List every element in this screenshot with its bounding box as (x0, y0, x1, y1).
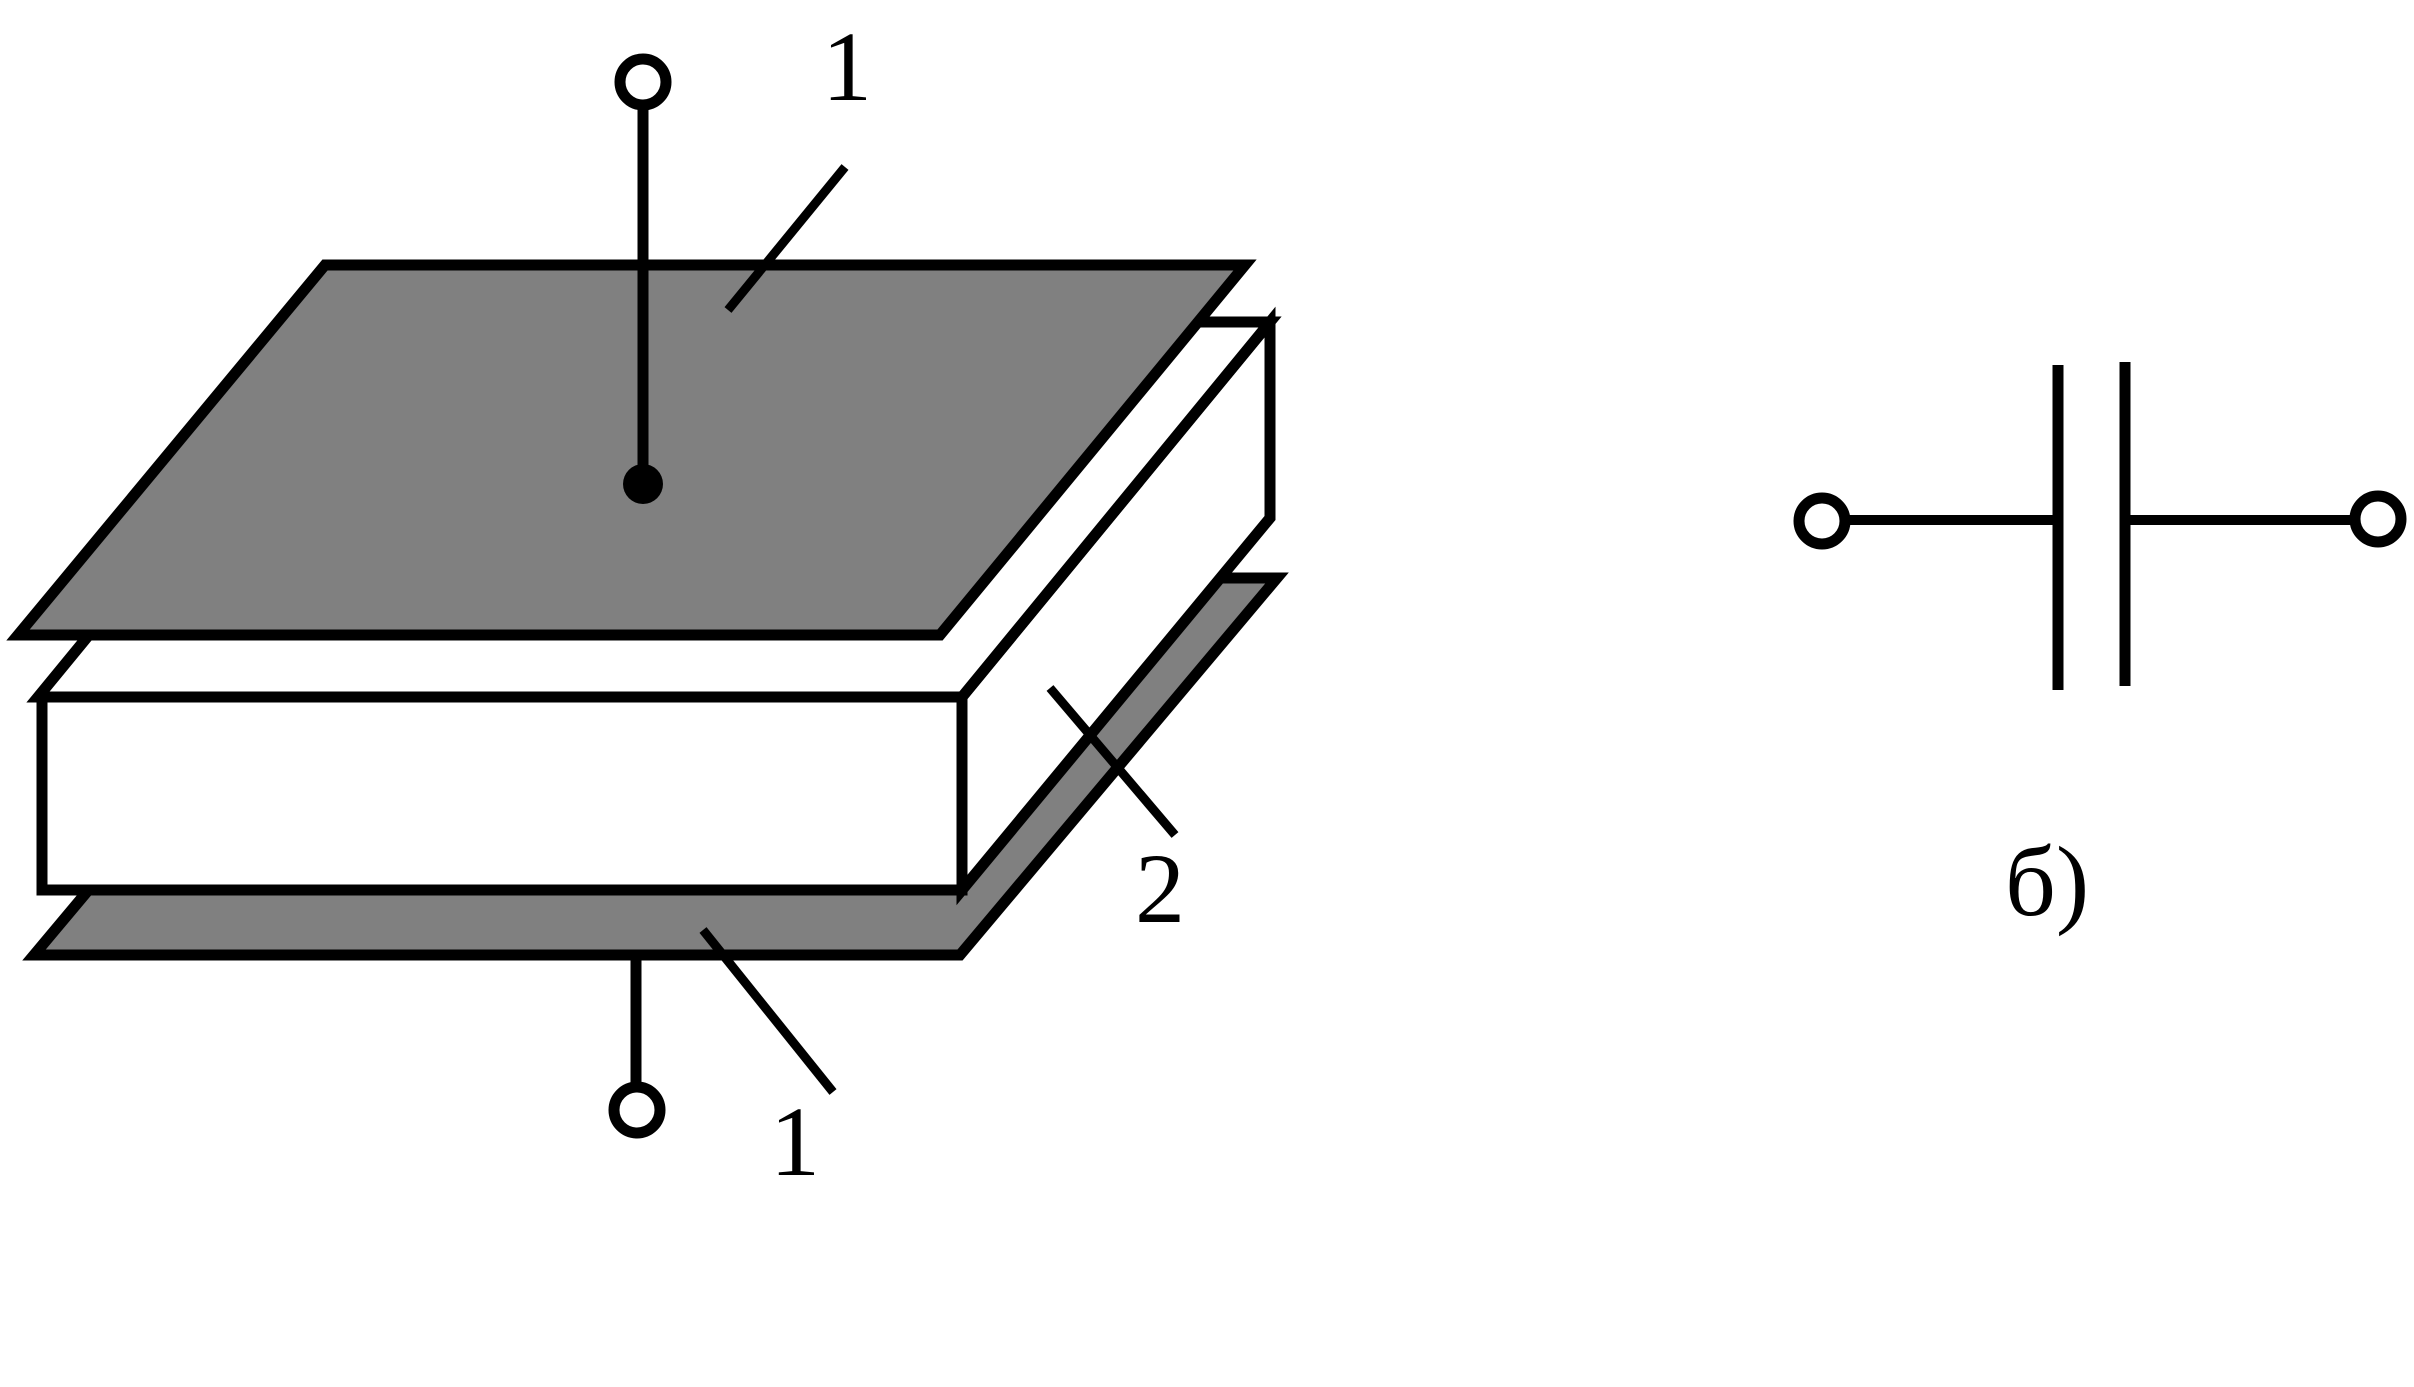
dielectric-front-face (36, 691, 968, 896)
caption-b: б) (2005, 826, 2089, 937)
capacitor-construction: 1 2 1 (6, 11, 1289, 1197)
symbol-left-terminal (1793, 492, 1851, 550)
top-contact-dot (623, 464, 663, 504)
leader-line-bottom-plate (699, 927, 837, 1095)
top-plate (6, 259, 1257, 641)
capacitor-symbol: б) (1793, 362, 2407, 937)
label-bottom-plate: 1 (770, 1086, 820, 1197)
label-dielectric: 2 (1135, 833, 1185, 944)
label-top-plate: 1 (822, 11, 872, 122)
symbol-right-terminal (2349, 490, 2407, 548)
leader-line-dielectric (1046, 685, 1179, 838)
top-terminal (614, 53, 672, 111)
leader-line-top-plate (724, 164, 849, 313)
bottom-terminal (608, 1081, 666, 1139)
